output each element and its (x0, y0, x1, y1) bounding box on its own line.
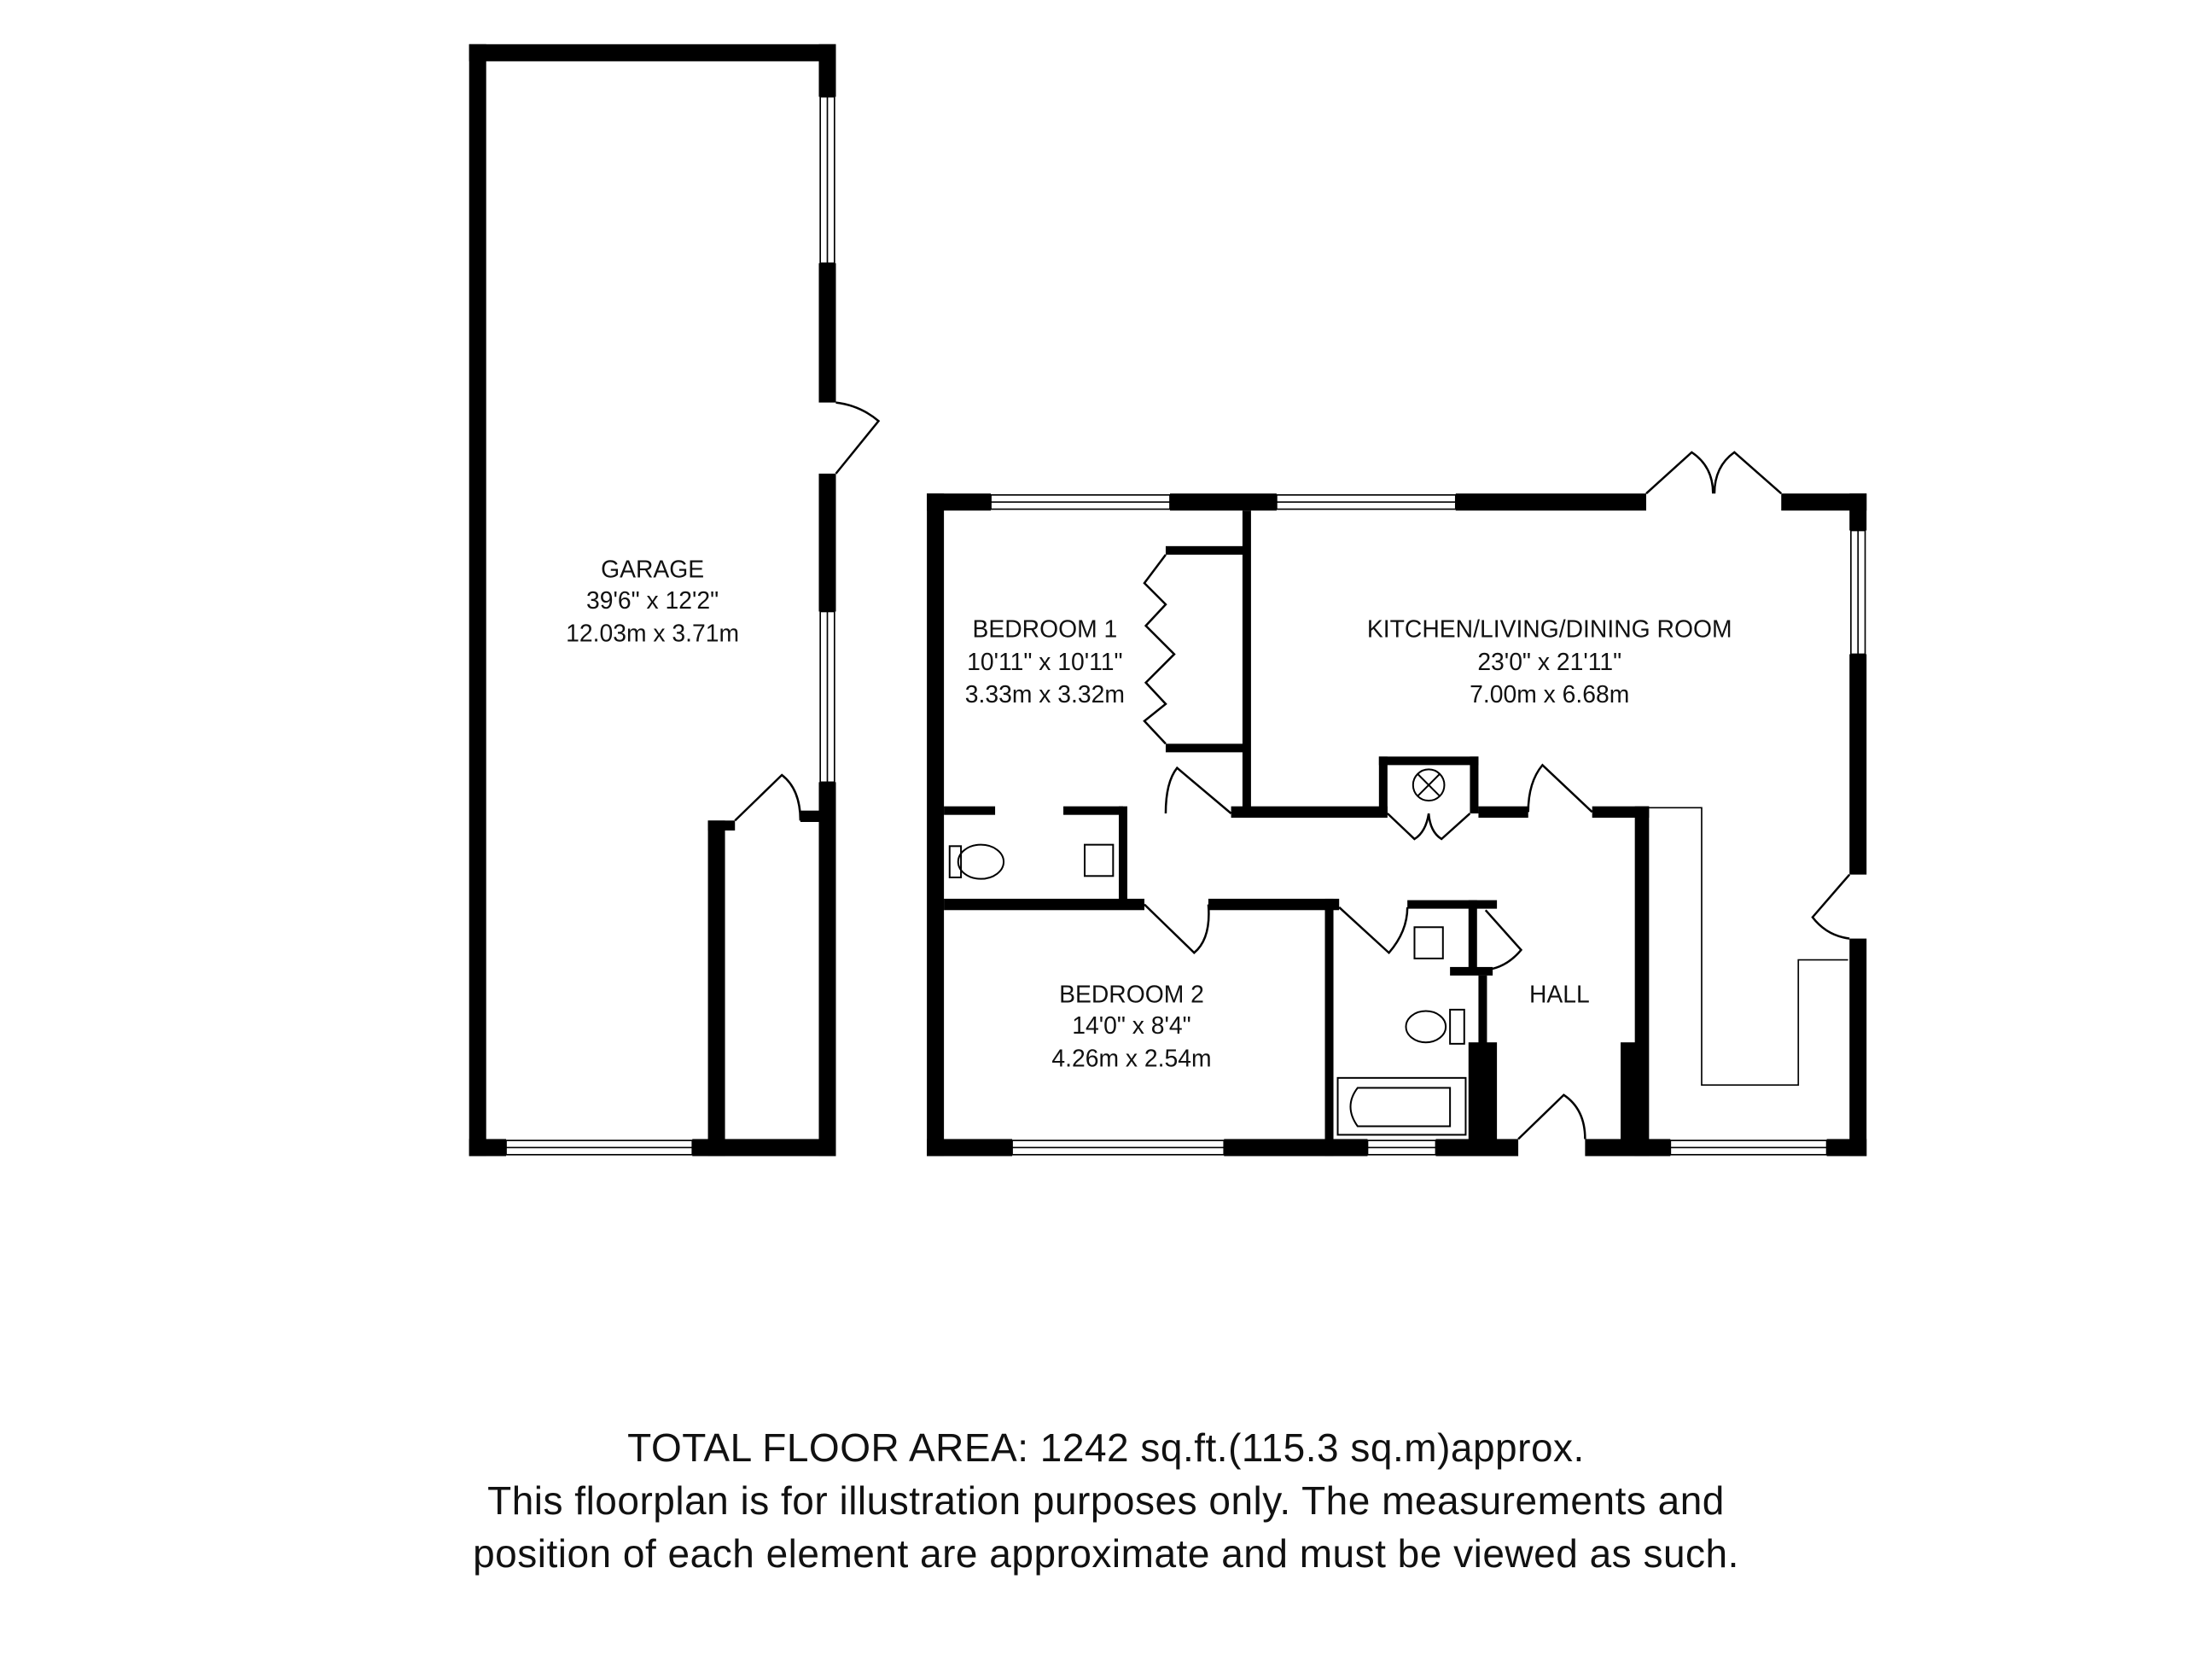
windows (505, 96, 1866, 1156)
label-bedroom1: BEDROOM 1 10'11" x 10'11" 3.33m x 3.32m (965, 615, 1125, 708)
label-kitchen: KITCHEN/LIVING/DINING ROOM 23'0" x 21'11… (1367, 615, 1732, 708)
room-metric: 4.26m x 2.54m (1051, 1045, 1211, 1072)
toilet-icon (957, 843, 1005, 880)
sink-icon (1084, 843, 1115, 877)
room-metric: 3.33m x 3.32m (965, 680, 1125, 708)
room-metric: 12.03m x 3.71m (566, 619, 739, 646)
room-imperial: 14'0" x 8'4" (1072, 1011, 1190, 1039)
footer: TOTAL FLOOR AREA: 1242 sq.ft.(115.3 sq.m… (0, 1421, 2212, 1580)
room-name: GARAGE (601, 555, 704, 582)
walls (469, 44, 1867, 1157)
toilet-icon (1405, 1010, 1447, 1044)
room-name: BEDROOM 1 (972, 615, 1117, 642)
room-name: KITCHEN/LIVING/DINING ROOM (1367, 615, 1732, 642)
label-bedroom2: BEDROOM 2 14'0" x 8'4" 4.26m x 2.54m (1051, 981, 1211, 1072)
room-name: BEDROOM 2 (1059, 981, 1204, 1008)
label-hall: HALL (1529, 981, 1590, 1008)
bath-icon (1336, 1076, 1467, 1136)
fixtures (948, 768, 1467, 1136)
room-imperial: 39'6" x 12'2" (586, 586, 719, 614)
total-floor-area: TOTAL FLOOR AREA: 1242 sq.ft.(115.3 sq.m… (627, 1425, 1585, 1470)
extractor-icon (1412, 768, 1446, 802)
disclaimer: This floorplan is for illustration purpo… (473, 1478, 1739, 1576)
room-metric: 7.00m x 6.68m (1470, 680, 1629, 708)
doors (734, 401, 1851, 1140)
sink-icon (1413, 926, 1444, 959)
room-imperial: 23'0" x 21'11" (1477, 648, 1621, 675)
room-imperial: 10'11" x 10'11" (967, 648, 1122, 675)
label-garage: GARAGE 39'6" x 12'2" 12.03m x 3.71m (566, 555, 739, 646)
